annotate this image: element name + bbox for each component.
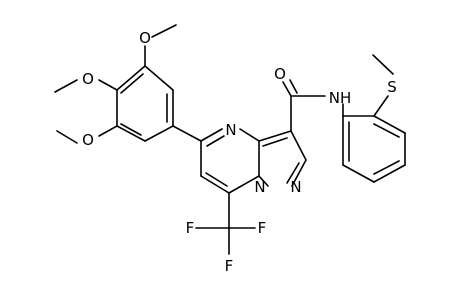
oxygen-label: O: [82, 70, 94, 88]
pyrimidine-ring: [200, 128, 260, 194]
oxygen-label: O: [139, 29, 151, 47]
methylthio-group: [372, 54, 394, 117]
fluorine-label: F: [186, 219, 195, 237]
amide-group: [282, 79, 344, 132]
atom-labels: O O O N N N O NH S F F F: [82, 29, 397, 275]
fluorine-label: F: [225, 257, 234, 275]
nitrogen-label: N: [290, 178, 301, 196]
aryl-link-bond: [172, 125, 202, 142]
nitrogen-label: N: [254, 178, 265, 196]
methoxy-groups: [54, 24, 177, 144]
thioanisole-ring: [342, 115, 406, 183]
oxygen-label: O: [82, 131, 94, 149]
nitrogen-label: N: [225, 121, 236, 139]
amide-nh-label: NH: [329, 89, 352, 107]
sulfur-label: S: [387, 78, 397, 96]
oxygen-label: O: [274, 65, 286, 83]
trimethoxyphenyl-ring: [116, 65, 174, 142]
fluorine-label: F: [258, 219, 267, 237]
trifluoromethyl-group: [195, 192, 256, 255]
pyrazole-ring: [258, 130, 307, 187]
